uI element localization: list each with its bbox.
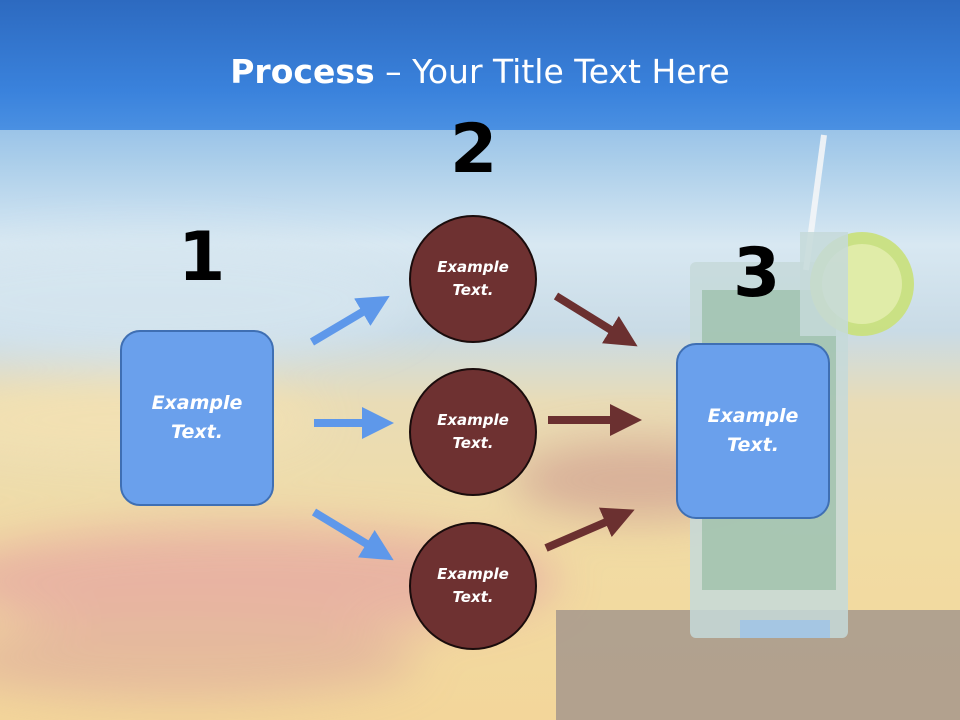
- circle-text: Example Text.: [437, 565, 509, 606]
- arrow-from-top-circle: [553, 292, 638, 347]
- step-number-3: 3: [733, 234, 781, 313]
- title-band: [0, 0, 960, 130]
- step-number-1: 1: [178, 218, 226, 297]
- arrow-from-bottom-circle: [544, 507, 635, 552]
- step3-box: Example Text.: [676, 343, 830, 519]
- slide-title: Process – Your Title Text Here: [0, 52, 960, 91]
- arrow-to-bottom-circle: [311, 508, 394, 561]
- step3-text: Example Text.: [707, 405, 799, 456]
- step2-circle-middle: Example Text.: [409, 368, 537, 496]
- step1-box: Example Text.: [120, 330, 274, 506]
- step-number-2: 2: [450, 110, 498, 189]
- step2-circle-bottom: Example Text.: [409, 522, 537, 650]
- title-rest: – Your Title Text Here: [374, 52, 730, 91]
- arrow-to-top-circle: [309, 295, 390, 346]
- step2-circle-top: Example Text.: [409, 215, 537, 343]
- step1-text: Example Text.: [151, 392, 243, 443]
- circle-text: Example Text.: [437, 411, 509, 452]
- title-bold: Process: [230, 52, 375, 91]
- circle-text: Example Text.: [437, 258, 509, 299]
